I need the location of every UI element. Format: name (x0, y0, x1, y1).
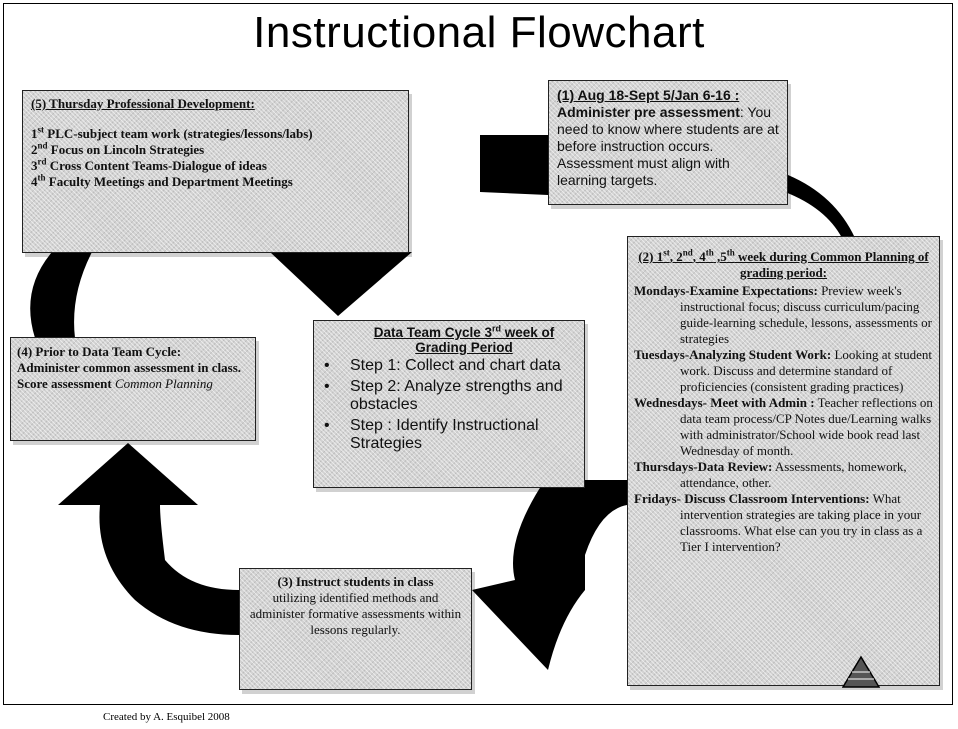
box2-heading: (2) 1st, 2nd, 4th ,5th week during Commo… (638, 247, 929, 280)
box1-body: : You need to know where students are at… (557, 104, 779, 188)
box-thursday-professional-development: (5) Thursday Professional Development: 1… (22, 90, 409, 253)
box-pre-assessment: (1) Aug 18-Sept 5/Jan 6-16 : Administer … (548, 80, 788, 205)
arrow-box2-to-box3 (472, 480, 627, 670)
arrow-box5-to-center (270, 252, 412, 316)
box-prior-to-data-team: (4) Prior to Data Team Cycle: Administer… (10, 337, 256, 441)
box3-heading: (3) Instruct students in class (277, 574, 434, 589)
data-team-step: Step 1: Collect and chart data (324, 357, 574, 375)
box1-heading: (1) Aug 18-Sept 5/Jan 6-16 : (557, 87, 740, 103)
data-team-title: Data Team Cycle 3rd week of Grading Peri… (373, 323, 555, 355)
box2-entry-thursday: Thursdays-Data Review: Assessments, home… (634, 459, 907, 490)
arrow-box5-to-box1 (480, 135, 548, 195)
pyramid-logo-icon (842, 656, 880, 688)
box2-entry-friday: Fridays- Discuss Classroom Interventions… (634, 491, 923, 554)
box2-entry-monday: Mondays-Examine Expectations: Preview we… (634, 283, 933, 346)
box-instruct-students: (3) Instruct students in class utilizing… (239, 568, 472, 690)
box4-line3: Score assessment Common Planning (17, 376, 213, 391)
box2-entry-wednesday: Wednesdays- Meet with Admin : Teacher re… (634, 395, 933, 458)
data-team-step: Step 2: Analyze strengths and obstacles (324, 378, 574, 414)
box-common-planning: (2) 1st, 2nd, 4th ,5th week during Commo… (627, 236, 940, 686)
slide-frame (3, 3, 953, 705)
data-team-step: Step : Identify Instructional Strategies (324, 417, 574, 453)
box5-item: 2nd Focus on Lincoln Strategies (31, 140, 205, 157)
arrow-box4-to-box5 (30, 252, 92, 338)
box5-item: 1st PLC-subject team work (strategies/le… (31, 124, 313, 141)
page-title: Instructional Flowchart (253, 8, 705, 57)
credit-text: Created by A. Esquibel 2008 (103, 711, 230, 723)
data-team-steps: Step 1: Collect and chart data Step 2: A… (324, 357, 574, 453)
arrow-box1-to-box2 (785, 175, 855, 238)
box4-line1: (4) Prior to Data Team Cycle: (17, 344, 182, 359)
box-data-team-cycle: Data Team Cycle 3rd week of Grading Peri… (313, 320, 585, 488)
box2-entry-tuesday: Tuesdays-Analyzing Student Work: Looking… (634, 347, 932, 394)
box1-subheading: Administer pre assessment (557, 104, 740, 120)
box3-body: utilizing identified methods and adminis… (249, 590, 462, 637)
box5-heading: (5) Thursday Professional Development: (31, 96, 255, 111)
box5-item: 3rd Cross Content Teams-Dialogue of idea… (31, 156, 267, 173)
arrow-box3-to-box4 (58, 443, 239, 635)
box4-line2: Administer common assessment in class. (17, 360, 242, 375)
box5-item: 4th Faculty Meetings and Department Meet… (31, 172, 293, 189)
